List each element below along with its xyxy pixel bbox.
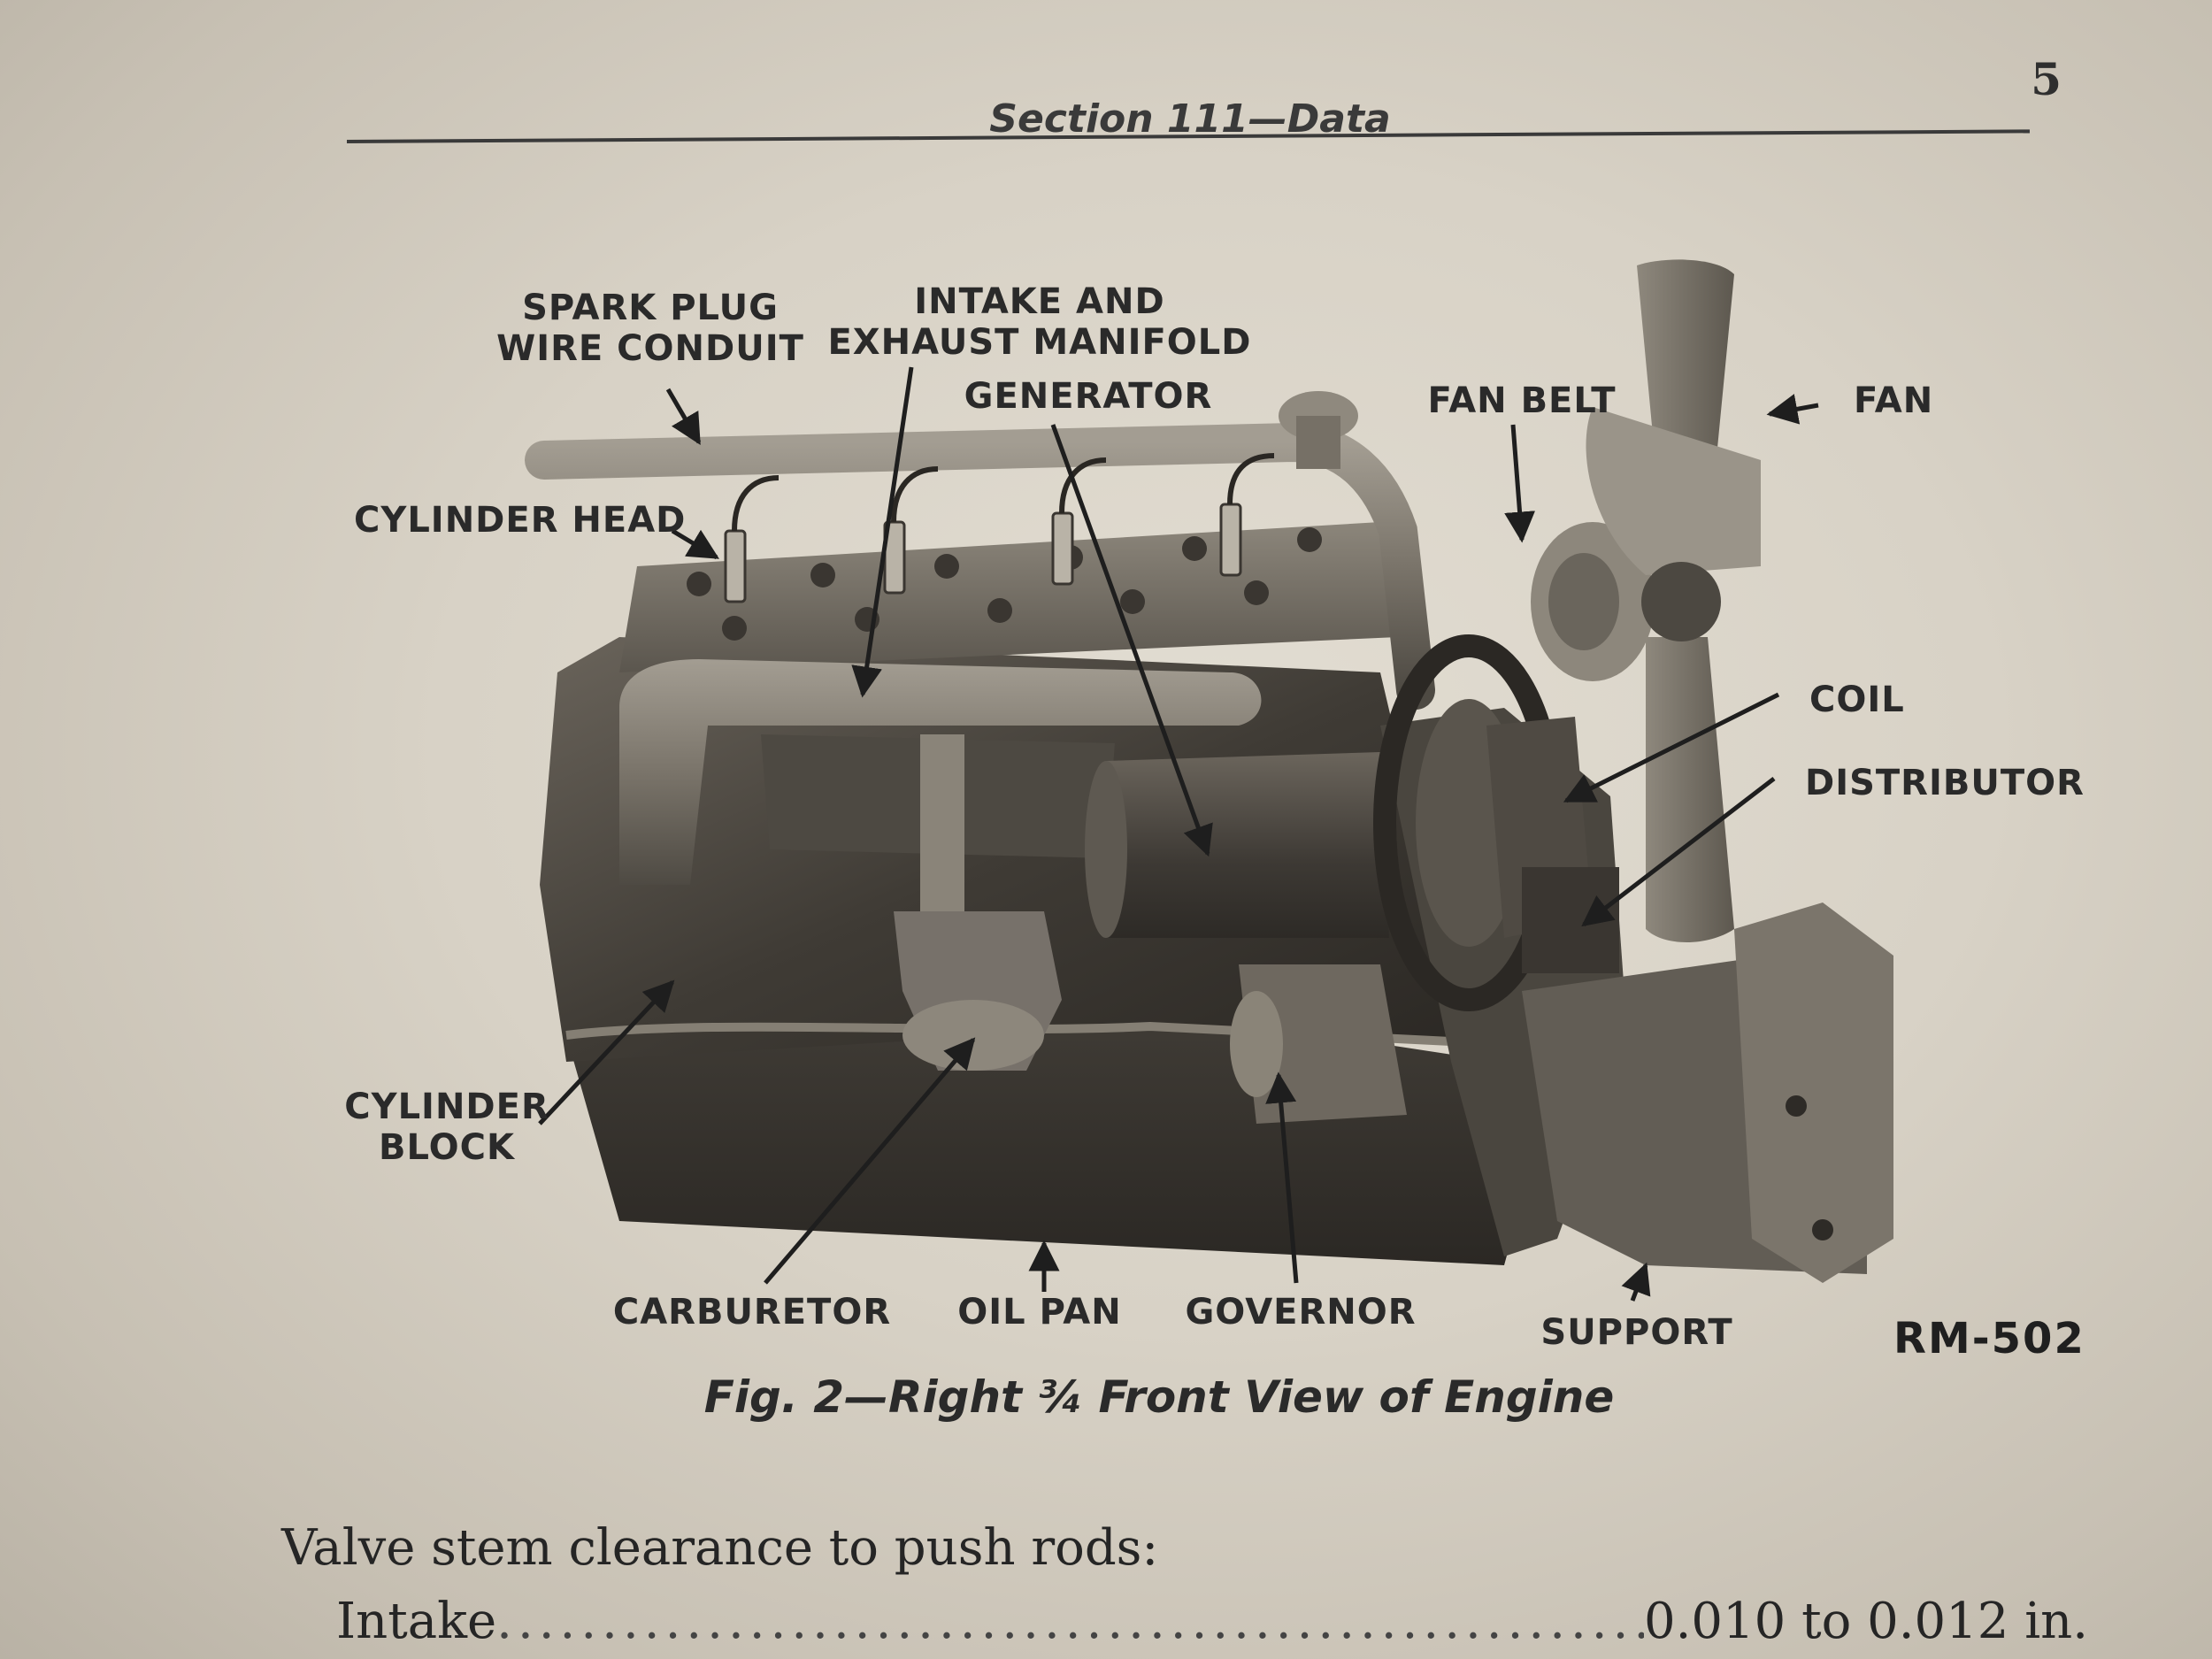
label-support: SUPPORT [1540,1312,1733,1353]
spec-heading: Valve stem clearance to push rods: [281,1519,1159,1577]
label-generator: GENERATOR [964,376,1213,417]
label-fan-belt: FAN BELT [1427,380,1617,421]
label-fan: FAN [1854,380,1934,421]
label-cylinder-head: CYLINDER HEAD [354,500,687,541]
label-coil: COIL [1809,680,1905,720]
figure-id: RM-502 [1893,1314,2085,1363]
label-distributor: DISTRIBUTOR [1805,763,2085,803]
label-spark-plug-wire-conduit: SPARK PLUG WIRE CONDUIT [496,288,804,369]
label-intake-exhaust-manifold: INTAKE AND EXHAUST MANIFOLD [827,281,1252,363]
spec-row-label: Intake [336,1593,497,1650]
spec-row-value: 0.010 to 0.012 in. [1643,1593,2088,1650]
label-oil-pan: OIL PAN [957,1292,1122,1333]
spec-row-intake: Intake .................................… [336,1593,2088,1655]
label-cylinder-block: CYLINDER BLOCK [344,1087,549,1168]
dot-leader: ........................................… [496,1593,1644,1650]
label-governor: GOVERNOR [1185,1292,1417,1333]
label-carburetor: CARBURETOR [612,1292,892,1333]
page-number: 5 [2031,53,2062,105]
figure-caption: Fig. 2—Right ¾ Front View of Engine [703,1371,1615,1423]
